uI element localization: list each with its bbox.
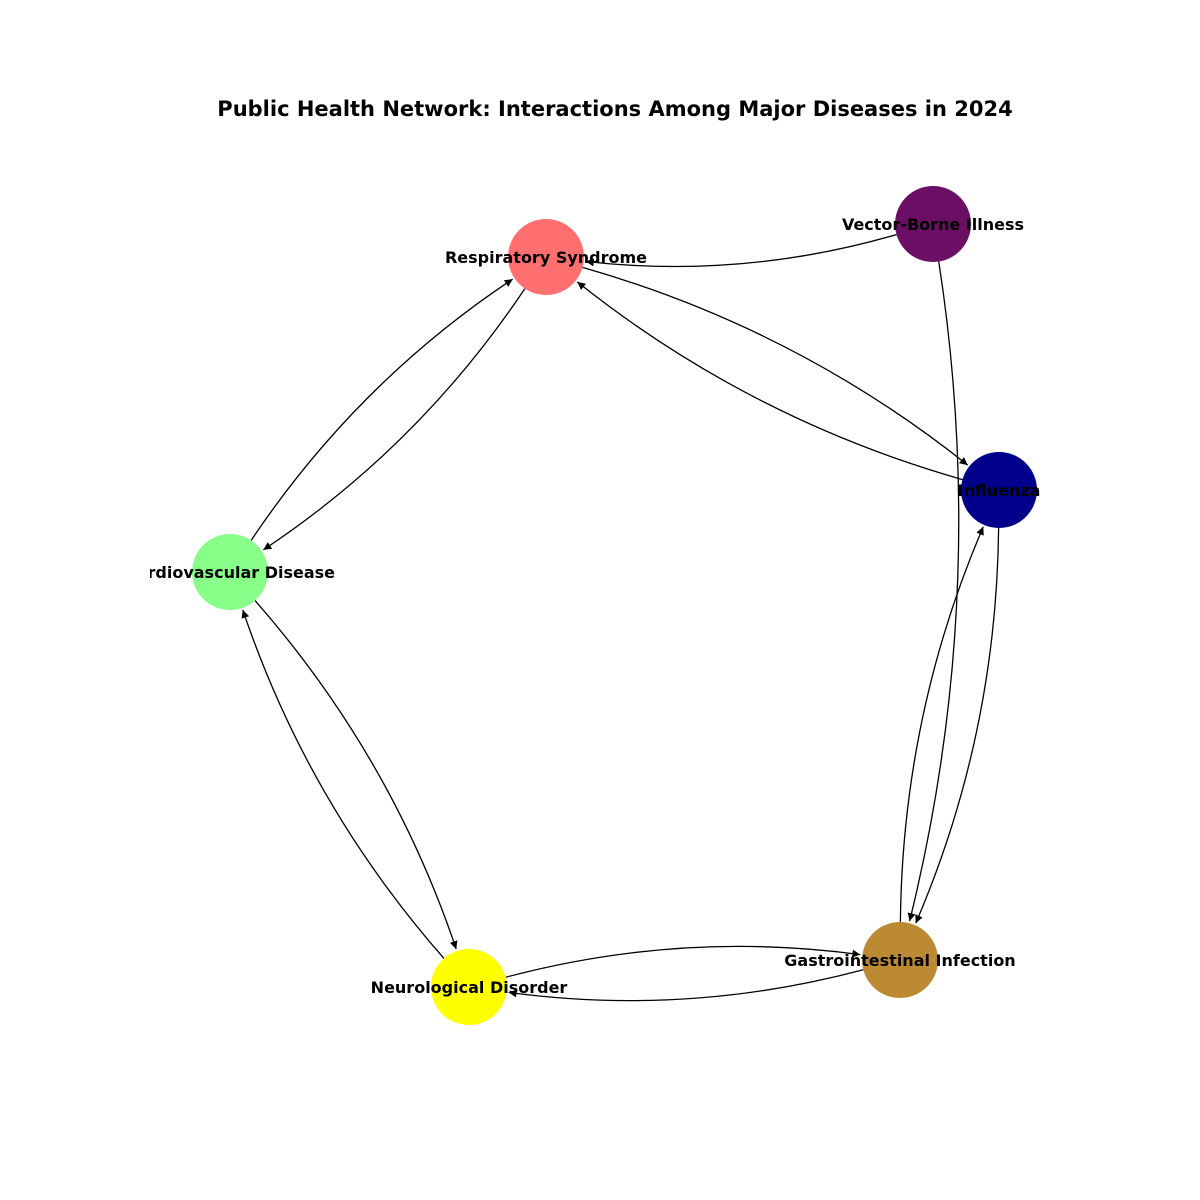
node-neuro [431, 949, 507, 1025]
diagram-title: Public Health Network: Interactions Amon… [217, 97, 1012, 121]
node-influenza [961, 452, 1037, 528]
node-vector [895, 186, 971, 262]
node-label-neuro: Neurological Disorder [371, 978, 568, 997]
edge-gastro-to-neuro [508, 969, 864, 1002]
edge-influenza-to-respiratory [576, 281, 963, 481]
edge-cardio-to-neuro [254, 600, 458, 950]
edge-respiratory-to-cardio [262, 288, 526, 551]
node-label-cardio: Cardiovascular Disease [125, 563, 335, 582]
node-label-respiratory: Respiratory Syndrome [445, 248, 647, 267]
edge-gastro-to-influenza [899, 526, 984, 923]
node-label-gastro: Gastrointestinal Infection [784, 951, 1015, 970]
edge-respiratory-to-influenza [582, 266, 969, 466]
node-cardio [192, 534, 268, 610]
nodes-layer [192, 186, 1037, 1025]
edge-cardio-to-respiratory [250, 278, 514, 541]
node-label-influenza: Influenza [958, 481, 1041, 500]
edge-vector-to-gastro [907, 261, 960, 922]
node-gastro [862, 922, 938, 998]
node-label-vector: Vector-Borne Illness [842, 215, 1024, 234]
edge-neuro-to-gastro [505, 945, 861, 978]
edge-influenza-to-gastro [915, 527, 1000, 924]
labels-layer: Respiratory Syndrome Vector-Borne Illness… [125, 215, 1041, 997]
edges-layer [241, 233, 1000, 1002]
node-respiratory [508, 219, 584, 295]
edge-vector-to-respiratory [585, 233, 897, 268]
edge-neuro-to-cardio [241, 609, 445, 959]
